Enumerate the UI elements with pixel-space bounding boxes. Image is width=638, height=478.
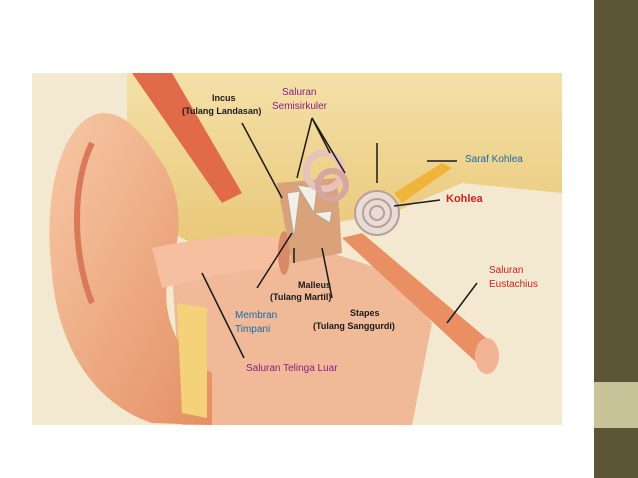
ear-anatomy-illustration xyxy=(49,73,562,425)
cochlear-nerve xyxy=(394,163,452,203)
tube-opening xyxy=(475,338,499,374)
label-saluran-semisirkuler-2: Semisirkuler xyxy=(272,101,328,112)
incus-bone xyxy=(296,184,318,215)
lower-tissue xyxy=(172,253,432,425)
label-saluran-eustachius-1: Saluran xyxy=(489,265,524,276)
label-malleus-sub: (Tulang Martil) xyxy=(270,292,332,302)
fat-layer xyxy=(177,303,207,418)
label-membran-2: Timpani xyxy=(235,324,271,335)
label-malleus: Malleus xyxy=(298,280,332,290)
stapes-bone xyxy=(312,210,333,224)
label-saluran-eustachius-2: Eustachius xyxy=(489,279,538,290)
label-stapes-sub: (Tulang Sanggurdi) xyxy=(313,321,395,331)
temporal-bone xyxy=(127,73,562,248)
pinna-fold xyxy=(74,141,95,305)
label-saluran-telinga-luar: Saluran Telinga Luar xyxy=(246,363,338,374)
ear-anatomy-diagram: Incus (Tulang Landasan) Saluran Semisirk… xyxy=(32,73,562,425)
cochlea xyxy=(354,190,400,236)
label-incus-sub: (Tulang Landasan) xyxy=(182,106,262,116)
semicircular-canal-2 xyxy=(315,168,349,202)
label-stapes: Stapes xyxy=(350,308,380,318)
malleus-bone xyxy=(286,190,301,239)
pinna xyxy=(49,113,212,425)
label-kohlea: Kohlea xyxy=(446,193,483,205)
label-saraf-kohlea: Saraf Kohlea xyxy=(465,154,523,165)
label-incus: Incus xyxy=(212,93,236,103)
semicircular-canal-1 xyxy=(302,149,346,193)
label-membran-1: Membran xyxy=(235,310,278,321)
eustachian-tube xyxy=(342,233,492,363)
ear-canal xyxy=(152,236,287,288)
label-saluran-semisirkuler-1: Saluran xyxy=(282,87,317,98)
muscle-top xyxy=(132,73,242,203)
slide-sidebar-accent xyxy=(594,382,638,428)
